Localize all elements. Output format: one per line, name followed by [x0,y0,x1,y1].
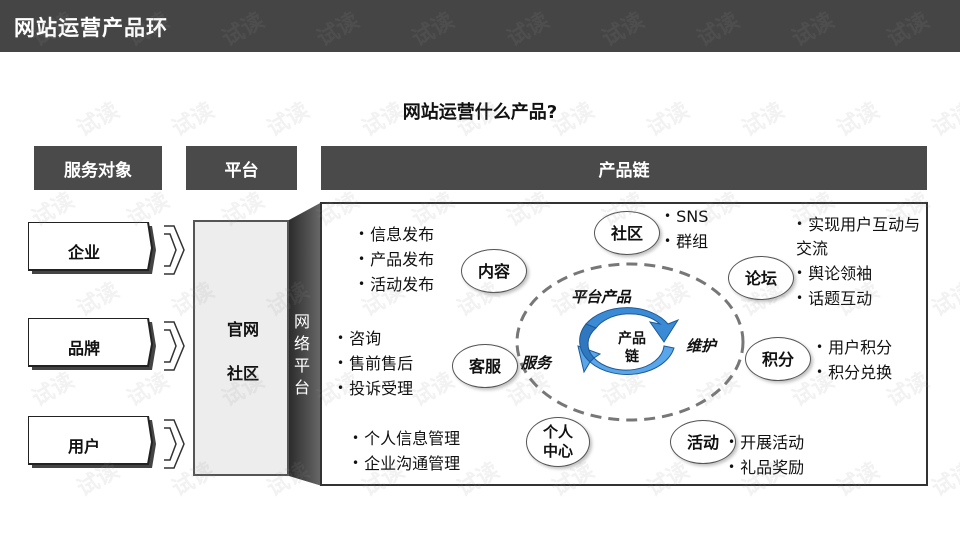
list-item: 舆论领袖 [796,261,922,286]
list-item: 产品发布 [358,247,434,272]
platform-official-site: 官网 [226,320,259,339]
target-label: 用户 [67,437,100,456]
bracket-arrow-icon [164,321,185,371]
list-item: SNS [664,204,708,229]
cycle-diagram [515,262,745,422]
column-header-platform: 平台 [186,146,297,190]
node-content: 内容 [461,249,527,293]
list-item: 投诉受理 [337,376,413,401]
page-title: 网站运营产品环 [14,16,168,40]
community-items: SNS 群组 [664,204,708,254]
target-arrow-shape [28,318,156,370]
cycle-label-platform-product: 平台产品 [571,288,632,306]
cycle-label-service: 服务 [521,354,552,372]
forum-items: 实现用户互动与交流 舆论领袖 话题互动 [796,212,922,311]
list-item: 礼品奖励 [728,455,804,480]
node-points: 积分 [745,337,811,381]
content-items: 信息发布 产品发布 活动发布 [358,222,434,297]
list-item: 群组 [664,229,708,254]
bracket-arrow-icon [164,419,185,469]
list-item: 信息发布 [358,222,434,247]
list-item: 开展活动 [728,430,804,455]
column-header-chain: 产品链 [321,146,927,190]
customer-service-items: 咨询 售前售后 投诉受理 [337,326,413,401]
list-item: 话题互动 [796,286,922,311]
list-item: 用户积分 [816,335,892,360]
node-personal-center: 个人中心 [526,417,590,467]
watermark-text: 试读 [72,278,124,322]
list-item: 咨询 [337,326,413,351]
column-header-target: 服务对象 [34,146,162,190]
list-item: 个人信息管理 [352,426,460,451]
cycle-center-label: 产品链 [618,331,646,365]
platform-community: 社区 [226,364,259,383]
node-customer-service: 客服 [452,344,518,388]
target-user: 用户 [28,416,158,472]
bracket-arrow-icon [164,225,185,275]
watermark-text: 试读 [927,278,960,322]
target-arrow-shape [28,222,156,274]
target-label: 品牌 [67,339,100,358]
list-item: 实现用户互动与交流 [796,212,922,261]
personal-center-items: 个人信息管理 企业沟通管理 [352,426,460,476]
list-item: 企业沟通管理 [352,451,460,476]
node-forum: 论坛 [728,256,794,300]
activity-items: 开展活动 礼品奖励 [728,430,804,480]
list-item: 活动发布 [358,272,434,297]
funnel-connector-shape [289,202,322,486]
list-item: 积分兑换 [816,360,892,385]
platform-box: 官网 社区 [193,220,289,476]
node-activity: 活动 [670,420,736,464]
target-brand: 品牌 [28,318,158,374]
watermark-text: 试读 [927,458,960,502]
node-community: 社区 [594,211,660,255]
network-platform-label: 网络平台 [293,312,310,397]
target-label: 企业 [67,243,100,262]
target-arrow-shape [28,416,156,468]
points-items: 用户积分 积分兑换 [816,335,892,385]
node-personal-center-label: 个人中心 [542,423,573,460]
target-enterprise: 企业 [28,222,158,278]
list-item: 售前售后 [337,351,413,376]
cycle-label-maintenance: 维护 [686,337,717,355]
question-heading: 网站运营什么产品? [402,102,558,123]
title-bar: 网站运营产品环 [0,0,960,52]
